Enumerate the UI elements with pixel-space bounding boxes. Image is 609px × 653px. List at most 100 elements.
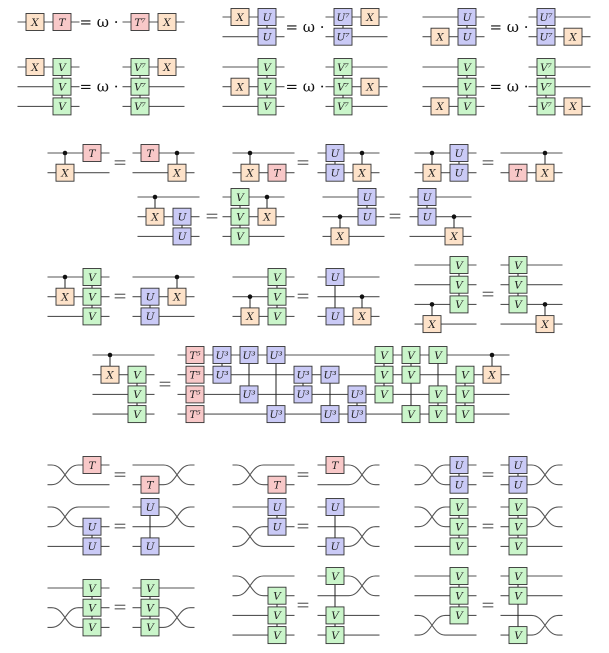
- rhs-circuit: UUX: [409, 188, 472, 246]
- gate-box: [239, 346, 259, 364]
- gate-label: X: [365, 82, 374, 94]
- gate-label: V: [461, 409, 470, 421]
- gate-label: V: [146, 603, 155, 615]
- gate-V: V: [449, 275, 469, 294]
- gate-U: U³: [347, 405, 367, 424]
- control-dot: [174, 150, 180, 156]
- swap-crossing: [51, 464, 79, 486]
- gate-label: V: [58, 82, 67, 94]
- gate-V: V⁷: [333, 77, 353, 96]
- gate-U: U: [257, 8, 277, 26]
- gate-V: V⁷: [130, 97, 150, 116]
- gate-label: X: [30, 17, 39, 29]
- gate-label: U: [455, 460, 465, 472]
- gate-label: U: [331, 168, 341, 180]
- gate-X: X: [352, 307, 372, 326]
- gate-V: V: [449, 295, 469, 314]
- relation-sign: =: [296, 596, 310, 616]
- gate-V: V: [457, 97, 477, 116]
- gate-box: [508, 256, 528, 274]
- gate-box: [508, 475, 528, 494]
- gate-label: U: [146, 502, 156, 514]
- gate-V: V: [267, 287, 287, 306]
- gate-box: [82, 287, 102, 306]
- gate-box: [52, 97, 72, 116]
- gate-box: [140, 144, 160, 162]
- gate-box: [185, 365, 205, 384]
- gate-U: U: [449, 456, 469, 474]
- gate-label: V⁷: [337, 62, 350, 74]
- gate-U: U: [325, 268, 345, 286]
- gate-box: [140, 307, 160, 326]
- gate-box: [140, 537, 160, 556]
- lhs-circuit: VVV: [414, 498, 477, 556]
- gate-X: X: [330, 227, 350, 246]
- gate-label: U⁷: [539, 32, 553, 44]
- gate-label: U³: [269, 350, 282, 362]
- gate-X: X: [230, 77, 250, 96]
- gate-label: X: [60, 168, 69, 180]
- gate-box: [325, 537, 345, 556]
- gate-V: V: [82, 287, 102, 306]
- gate-box: [360, 8, 380, 26]
- swap-crossing: [236, 575, 264, 597]
- gate-U: U: [508, 456, 528, 474]
- gate-box: [333, 8, 353, 26]
- swap-crossing: [163, 506, 191, 528]
- gate-label: V⁷: [134, 82, 147, 94]
- gate-label: V: [236, 212, 245, 224]
- gate-U: U: [140, 537, 160, 556]
- gate-box: [449, 256, 469, 274]
- control-dot: [359, 150, 365, 156]
- gate-box: [325, 456, 345, 474]
- relation-sign: =: [113, 465, 127, 485]
- gate-T: T: [140, 144, 160, 162]
- gate-label: V: [331, 610, 340, 622]
- relation-sign: =: [113, 517, 127, 537]
- gate-box: [333, 77, 353, 96]
- gate-box: [449, 456, 469, 474]
- gate-U: U: [449, 475, 469, 494]
- gate-box: [449, 537, 469, 556]
- gate-U: U: [140, 307, 160, 326]
- gate-V: V: [82, 268, 102, 286]
- gate-label: X: [172, 292, 181, 304]
- gate-label: V: [407, 370, 416, 382]
- rhs-circuit: UUX: [132, 274, 195, 326]
- gate-U: U: [140, 287, 160, 306]
- gate-label: X: [172, 168, 181, 180]
- gate-label: V⁷: [540, 82, 553, 94]
- gate-box: [127, 405, 147, 424]
- gate-label: V: [263, 62, 272, 74]
- gate-box: [449, 498, 469, 516]
- gate-box: [293, 385, 313, 404]
- relation-sign: =: [481, 596, 495, 616]
- gate-box: [482, 365, 502, 384]
- gate-label: U: [423, 192, 433, 204]
- gate-label: V: [380, 370, 389, 382]
- gate-label: X: [357, 311, 366, 323]
- gate-V: V: [457, 58, 477, 76]
- gate-box: [449, 163, 469, 182]
- control-dot: [247, 150, 253, 156]
- rhs-circuit: UU: [132, 498, 195, 556]
- relation-sign: =: [296, 465, 310, 485]
- gate-box: [267, 517, 287, 536]
- gate-label: T⁵: [189, 370, 201, 382]
- swap-crossing: [163, 607, 191, 628]
- gate-X: X: [535, 163, 555, 182]
- gate-U: U: [267, 517, 287, 536]
- gate-V: V: [267, 586, 287, 605]
- gate-box: [52, 77, 72, 96]
